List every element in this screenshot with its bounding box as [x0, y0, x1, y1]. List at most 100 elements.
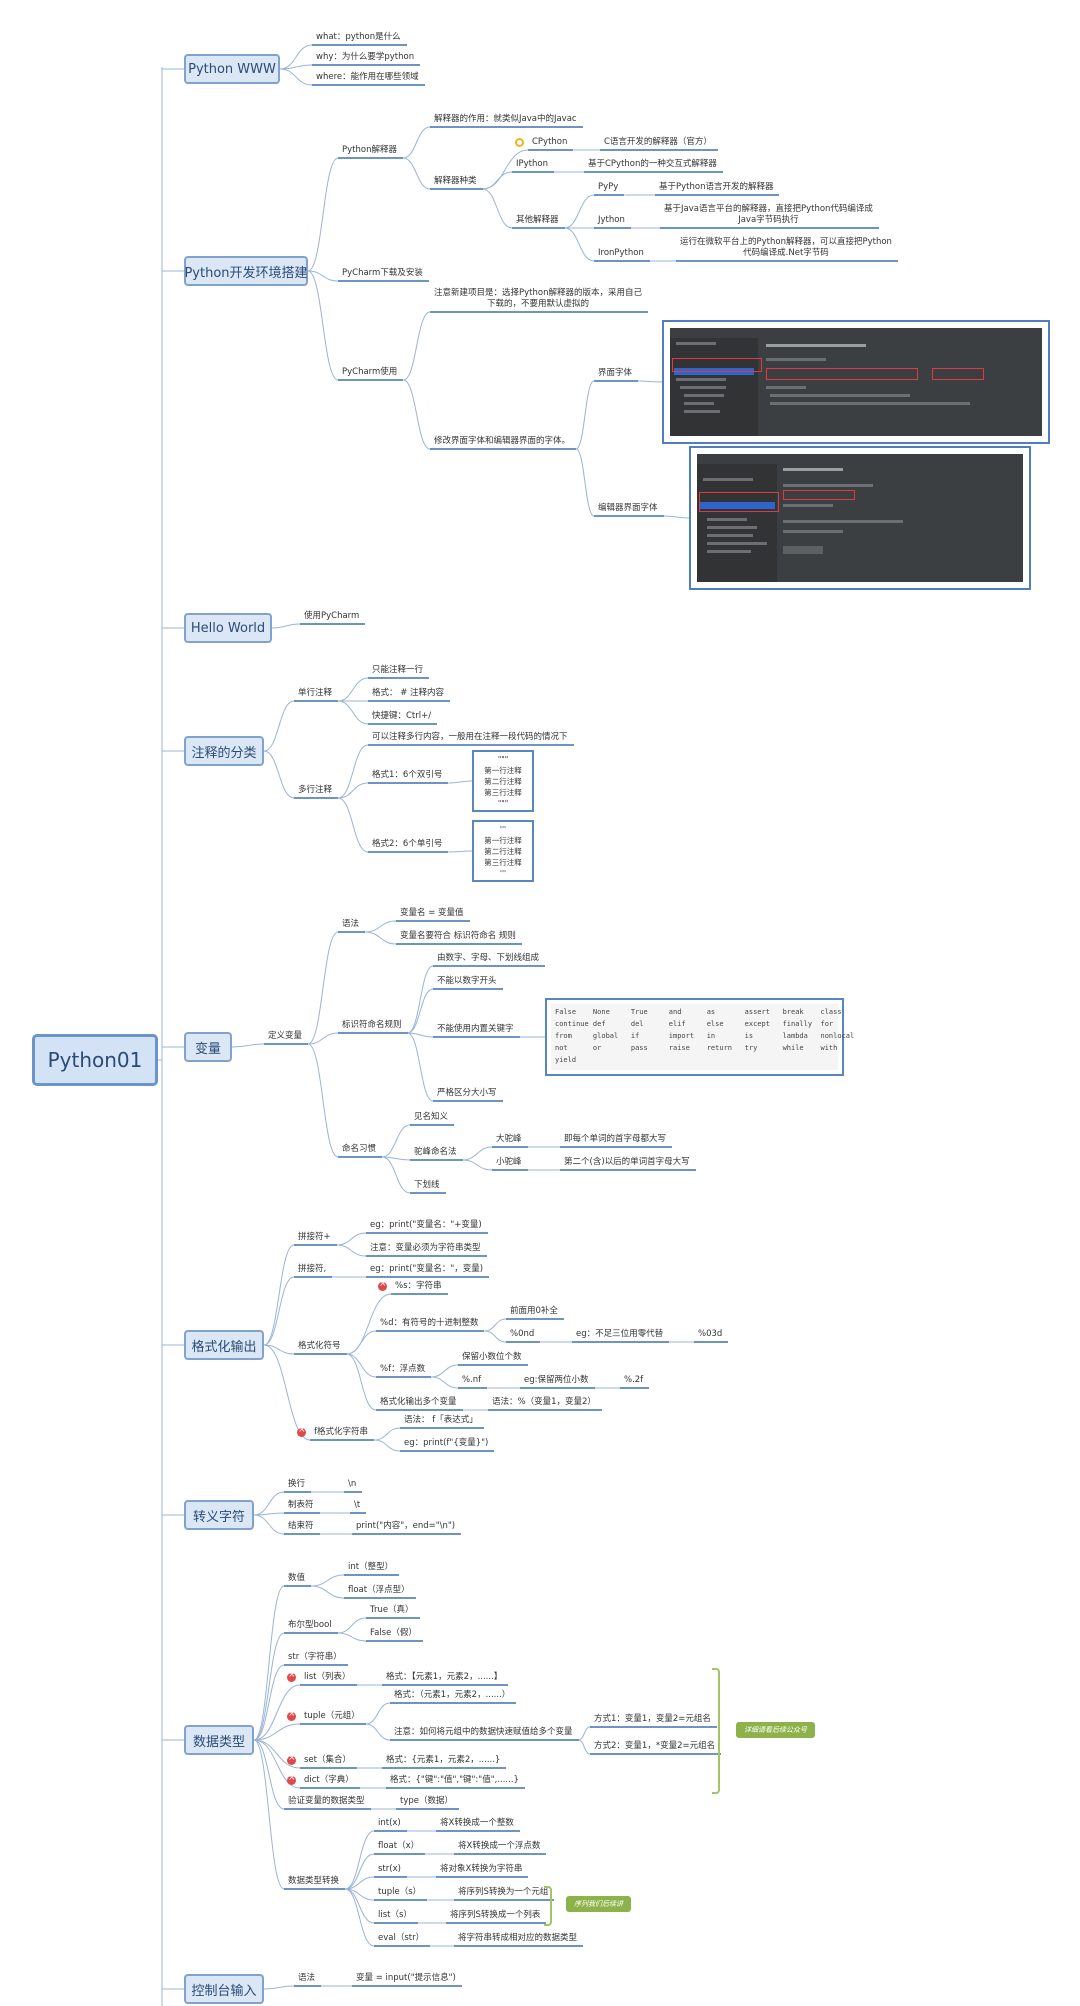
- conv-float[interactable]: float（x）: [374, 1841, 426, 1855]
- type-str[interactable]: str（字符串）: [284, 1652, 348, 1666]
- fmt-plus[interactable]: 拼接符+: [294, 1232, 337, 1246]
- type-number[interactable]: 数值: [284, 1573, 312, 1587]
- single-one-line[interactable]: 只能注释一行: [368, 665, 430, 679]
- topic-format-output[interactable]: 格式化输出: [184, 1330, 264, 1360]
- type-list[interactable]: list（列表）: [300, 1672, 357, 1686]
- ident-no-keyword[interactable]: 不能使用内置关键字: [433, 1024, 520, 1038]
- conv-list[interactable]: list（s）: [374, 1910, 418, 1924]
- multi-format-1[interactable]: 格式1：6个双引号: [368, 770, 449, 784]
- single-format[interactable]: 格式： # 注释内容: [368, 688, 451, 702]
- tuple-format[interactable]: 格式：（元素1，元素2，......）: [390, 1690, 517, 1704]
- type-conversion[interactable]: 数据类型转换: [284, 1876, 346, 1890]
- f-2f[interactable]: %.2f: [620, 1375, 650, 1389]
- set-format[interactable]: 格式：{元素1，元素2，......}: [382, 1755, 507, 1769]
- conv-tuple[interactable]: tuple（s）: [374, 1887, 428, 1901]
- env-interpreter[interactable]: Python解释器: [338, 145, 403, 159]
- escape-tab[interactable]: 制表符: [284, 1500, 320, 1514]
- tab-value[interactable]: \t: [350, 1500, 367, 1514]
- ui-font[interactable]: 界面字体: [594, 368, 639, 382]
- bool-false[interactable]: False（假）: [366, 1628, 423, 1642]
- ident-chars[interactable]: 由数字、字母、下划线组成: [433, 953, 546, 967]
- type-bool[interactable]: 布尔型bool: [284, 1620, 338, 1634]
- tuple-note[interactable]: 注意：如何将元组中的数据快速赋值给多个变量: [390, 1727, 579, 1741]
- type-float[interactable]: float（浮点型）: [344, 1585, 416, 1599]
- topic-escape-chars[interactable]: 转义字符: [184, 1500, 254, 1530]
- fstring-eg[interactable]: eg：print(f"{变量}"): [400, 1438, 495, 1452]
- conv-list-desc[interactable]: 将序列S转换成一个列表: [446, 1910, 547, 1924]
- placeholder-s[interactable]: %s：字符串: [391, 1281, 448, 1295]
- topic-data-types[interactable]: 数据类型: [184, 1725, 254, 1755]
- interp-pypy[interactable]: PyPy: [594, 182, 625, 196]
- ident-case-sensitive[interactable]: 严格区分大小写: [433, 1088, 503, 1102]
- multi-format-2[interactable]: 格式2：6个单引号: [368, 839, 449, 853]
- conv-str[interactable]: str(x): [374, 1864, 407, 1878]
- var-syntax[interactable]: 语法: [338, 919, 366, 933]
- conv-int[interactable]: int(x): [374, 1818, 407, 1832]
- type-tuple[interactable]: tuple（元组）: [300, 1711, 366, 1725]
- topic-console-input[interactable]: 控制台输入: [184, 1974, 264, 2004]
- newline-value[interactable]: \n: [344, 1479, 363, 1493]
- placeholder-f[interactable]: %f：浮点数: [376, 1364, 432, 1378]
- editor-font[interactable]: 编辑器界面字体: [594, 503, 664, 517]
- d-0nd[interactable]: %0nd: [506, 1329, 541, 1343]
- ipython-desc[interactable]: 基于CPython的一种交互式解释器: [584, 159, 723, 173]
- www-where[interactable]: where：能作用在哪些领域: [312, 72, 425, 86]
- ironpython-desc[interactable]: 运行在微软平台上的Python解释器，可以直接把Python 代码编译成.Net…: [676, 237, 898, 262]
- d-03d[interactable]: %03d: [694, 1329, 729, 1343]
- d-eg[interactable]: eg：不足三位用零代替: [572, 1329, 670, 1343]
- camel-small[interactable]: 小驼峰: [492, 1157, 528, 1171]
- bool-true[interactable]: True（真）: [366, 1605, 420, 1619]
- placeholder-multi[interactable]: 格式化输出多个变量: [376, 1397, 463, 1411]
- www-what[interactable]: what：python是什么: [312, 32, 407, 46]
- ident-no-digit-start[interactable]: 不能以数字开头: [433, 976, 503, 990]
- hello-use-pycharm[interactable]: 使用PyCharm: [300, 611, 366, 625]
- interp-role[interactable]: 解释器的作用：就类似Java中的Javac: [430, 114, 583, 128]
- conv-str-desc[interactable]: 将对象X转换为字符串: [436, 1864, 529, 1878]
- conv-float-desc[interactable]: 将X转换成一个浮点数: [454, 1841, 547, 1855]
- font-change[interactable]: 修改界面字体和编辑器界面的字体。: [430, 436, 577, 450]
- syntax-rule[interactable]: 变量名要符合 标识符命名 规则: [396, 931, 522, 945]
- fmt-comma[interactable]: 拼接符,: [294, 1264, 333, 1278]
- naming-underscore[interactable]: 下划线: [410, 1180, 446, 1194]
- syntax-assign[interactable]: 变量名 = 变量值: [396, 908, 470, 922]
- topic-hello-world[interactable]: Hello World: [184, 613, 272, 643]
- var-define[interactable]: 定义变量: [264, 1031, 309, 1045]
- console-syntax-value[interactable]: 变量 = input("提示信息"): [352, 1973, 462, 1987]
- topic-comments[interactable]: 注释的分类: [184, 736, 264, 766]
- conv-eval-desc[interactable]: 将字符串转成相对应的数据类型: [454, 1933, 584, 1947]
- root-topic[interactable]: Python01: [32, 1034, 158, 1086]
- big-camel-desc[interactable]: 即每个单词的首字母都大写: [560, 1134, 673, 1148]
- placeholder-d[interactable]: %d：有符号的十进制整数: [376, 1318, 485, 1332]
- list-format[interactable]: 格式：【元素1，元素2，......】: [382, 1672, 509, 1686]
- new-project-note[interactable]: 注意新建项目是：选择Python解释器的版本，采用自己 下载的，不要用默认虚拟的: [430, 288, 648, 313]
- fmt-fstring[interactable]: f格式化字符串: [310, 1427, 374, 1441]
- interp-ironpython[interactable]: IronPython: [594, 248, 650, 262]
- topic-dev-env[interactable]: Python开发环境搭建: [184, 256, 308, 286]
- plus-eg[interactable]: eg：print("变量名："+变量): [366, 1220, 488, 1234]
- type-check[interactable]: 验证变量的数据类型: [284, 1796, 371, 1810]
- www-why[interactable]: why：为什么要学python: [312, 52, 421, 66]
- fstring-syntax[interactable]: 语法： f「表达式」: [400, 1415, 484, 1429]
- dict-format[interactable]: 格式：{"键":"值","键":"值",......}: [386, 1775, 525, 1789]
- pypy-desc[interactable]: 基于Python语言开发的解释器: [655, 182, 780, 196]
- d-pad-zero[interactable]: 前面用0补全: [506, 1306, 564, 1320]
- interp-ipython[interactable]: IPython: [512, 159, 554, 173]
- var-identifier-rules[interactable]: 标识符命名规则: [338, 1020, 408, 1034]
- comment-multi[interactable]: 多行注释: [294, 785, 339, 799]
- conv-int-desc[interactable]: 将X转换成一个整数: [436, 1818, 520, 1832]
- type-dict[interactable]: dict（字典）: [300, 1775, 360, 1789]
- plus-note[interactable]: 注意：变量必须为字符串类型: [366, 1243, 487, 1257]
- camel-big[interactable]: 大驼峰: [492, 1134, 528, 1148]
- f-nf[interactable]: %.nf: [458, 1375, 488, 1389]
- env-pycharm-use[interactable]: PyCharm使用: [338, 367, 404, 381]
- f-keep-decimal[interactable]: 保留小数位个数: [458, 1352, 528, 1366]
- var-naming[interactable]: 命名习惯: [338, 1144, 383, 1158]
- f-eg[interactable]: eg:保留两位小数: [520, 1375, 595, 1389]
- tuple-way-2[interactable]: 方式2：变量1，*变量2=元组名: [590, 1741, 722, 1755]
- interp-cpython[interactable]: CPython: [528, 137, 574, 151]
- single-shortcut[interactable]: 快捷键：Ctrl+/: [368, 711, 438, 725]
- topic-variables[interactable]: 变量: [184, 1032, 232, 1062]
- conv-tuple-desc[interactable]: 将序列S转换为一个元组: [454, 1887, 555, 1901]
- type-set[interactable]: set（集合）: [300, 1755, 357, 1769]
- env-pycharm-download[interactable]: PyCharm下载及安装: [338, 268, 429, 282]
